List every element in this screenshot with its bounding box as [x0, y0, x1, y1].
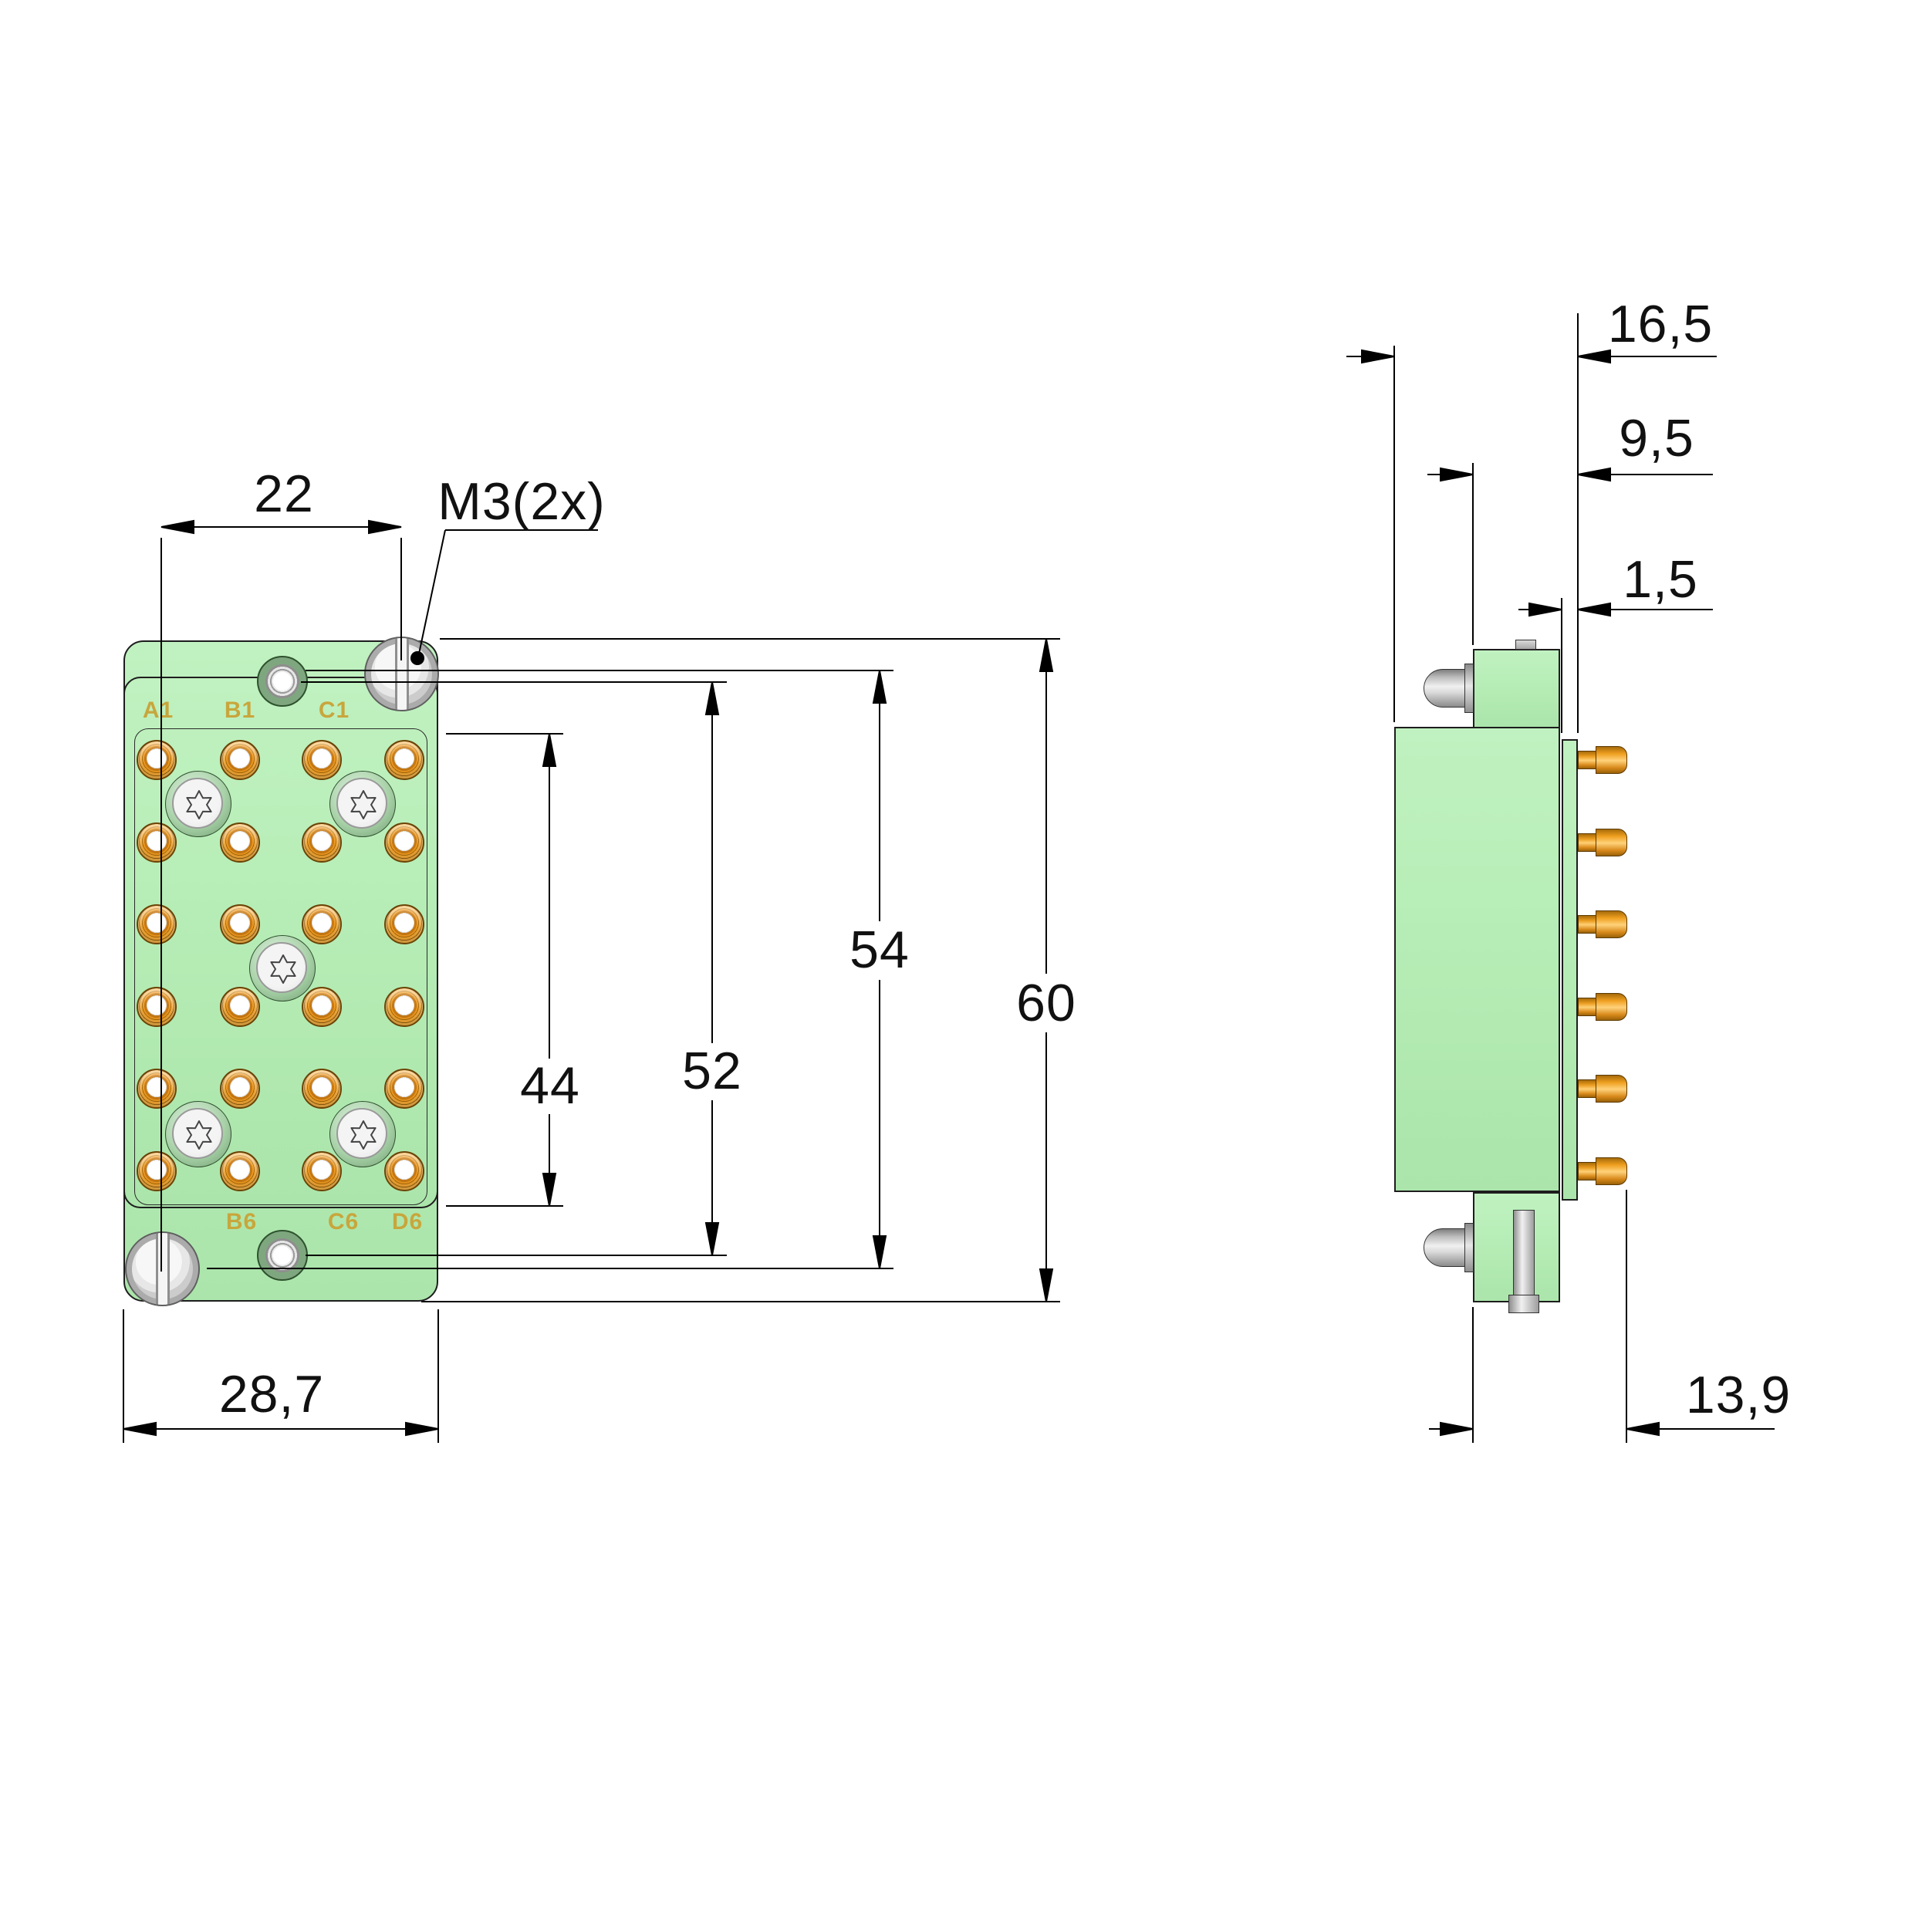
contact-pin	[384, 1069, 424, 1109]
contact-pin	[220, 904, 260, 944]
dim-flange-to-pin-tip: 13,9	[1685, 1366, 1792, 1424]
pin-label-c6: C6	[327, 1209, 360, 1235]
contact-pin	[302, 904, 342, 944]
dim-hole-span: 54	[849, 920, 910, 979]
dim-flange-width: 28,7	[218, 1365, 325, 1424]
torx-screw-head	[256, 942, 307, 993]
torx-screw-head	[336, 778, 387, 829]
mount-hole-bottom	[257, 1230, 308, 1281]
contact-pin	[137, 987, 177, 1027]
pin-label-a1: A1	[142, 697, 174, 723]
side-contact-pin-barrel	[1596, 910, 1627, 938]
stud-collar-bottom	[1464, 1223, 1474, 1272]
contact-pin	[220, 822, 260, 863]
contact-pin	[220, 1069, 260, 1109]
side-flange-top	[1473, 649, 1560, 728]
contact-pin	[137, 904, 177, 944]
contact-pin	[220, 740, 260, 780]
contact-pin	[302, 740, 342, 780]
mount-hole-top	[257, 656, 308, 707]
side-contact-pin-barrel	[1596, 1075, 1627, 1103]
torx-star-icon	[186, 790, 212, 819]
pin-label-d6: D6	[391, 1209, 424, 1235]
screw-slot	[394, 638, 409, 710]
dim-overall-height: 60	[1016, 974, 1076, 1032]
torx-star-icon	[270, 954, 296, 984]
torx-screw-head	[172, 1108, 223, 1159]
torx-screw-head	[172, 778, 223, 829]
m3-screw-top	[364, 637, 439, 711]
torx-screw-head	[336, 1108, 387, 1159]
contact-pin	[384, 822, 424, 863]
dim-hole-spacing: 52	[682, 1042, 742, 1100]
torx-screw	[249, 935, 316, 1001]
contact-pin	[384, 740, 424, 780]
contact-face-inset	[134, 728, 427, 1205]
side-front-panel	[1562, 739, 1578, 1201]
screw-slot	[155, 1233, 170, 1305]
torx-screw	[165, 771, 231, 837]
contact-pin	[302, 1069, 342, 1109]
contact-pin	[220, 987, 260, 1027]
pin-label-c1: C1	[318, 697, 350, 723]
pin-label-b1: B1	[224, 697, 256, 723]
screw-barrel	[1513, 1210, 1535, 1304]
contact-pin	[220, 1151, 260, 1191]
dim-contact-field-height: 44	[520, 1056, 580, 1115]
pin-label-b6: B6	[225, 1209, 258, 1235]
dim-overall-depth: 16,5	[1607, 295, 1714, 353]
contact-pin	[137, 1151, 177, 1191]
key-bump	[1515, 640, 1536, 650]
side-contact-pin-barrel	[1596, 746, 1627, 774]
contact-pin	[302, 1151, 342, 1191]
contact-pin	[137, 1069, 177, 1109]
contact-pin	[384, 904, 424, 944]
dim-thread-callout: M3(2x)	[437, 472, 606, 531]
dim-panel-thickness: 1,5	[1623, 550, 1698, 609]
contact-pin	[137, 740, 177, 780]
contact-pin	[302, 987, 342, 1027]
side-contact-pin-barrel	[1596, 993, 1627, 1021]
contact-pin	[384, 987, 424, 1027]
torx-star-icon	[186, 1120, 212, 1150]
torx-screw	[329, 1101, 396, 1167]
torx-screw	[329, 771, 396, 837]
dim-screw-spacing: 22	[254, 464, 314, 523]
side-contact-pin-shaft	[1578, 833, 1598, 852]
stud-collar-top	[1464, 664, 1474, 713]
torx-screw	[165, 1101, 231, 1167]
contact-pin	[137, 822, 177, 863]
side-contact-pin-barrel	[1596, 1157, 1627, 1185]
torx-star-icon	[350, 790, 377, 819]
side-contact-pin-barrel	[1596, 829, 1627, 856]
contact-pin	[302, 822, 342, 863]
screw-barrel-base	[1508, 1295, 1539, 1313]
contact-pin	[384, 1151, 424, 1191]
dim-flange-depth: 9,5	[1619, 409, 1694, 468]
side-contact-pin-shaft	[1578, 915, 1598, 934]
m3-screw-bottom	[125, 1231, 200, 1306]
side-body	[1394, 727, 1560, 1192]
torx-star-icon	[350, 1120, 377, 1150]
